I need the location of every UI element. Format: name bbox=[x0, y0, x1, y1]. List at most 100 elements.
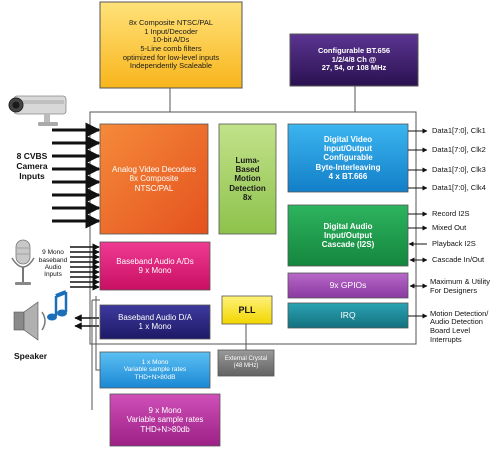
gpio-note-line: Maximum & Utility bbox=[430, 277, 491, 287]
camera-input-arrows bbox=[52, 122, 101, 229]
mono-spec-line: Variable sample rates bbox=[123, 366, 187, 374]
video-output-label: Data1[7:0], Clk2 bbox=[432, 145, 486, 154]
gpio-note: Maximum & Utility For Designers bbox=[430, 278, 500, 296]
spec-line: 5-Line comb filters bbox=[140, 44, 202, 53]
irq-label: IRQ bbox=[340, 309, 356, 320]
video-output-label: Data1[7:0], Clk1 bbox=[432, 126, 486, 135]
spec-line: 10-bit A/Ds bbox=[152, 35, 190, 45]
audio-signal-label: Mixed Out bbox=[432, 223, 467, 232]
camera-label-line: Camera bbox=[16, 161, 48, 172]
gpio-block bbox=[287, 272, 409, 299]
audio-input-arrows bbox=[70, 243, 100, 291]
motion-line: 8x bbox=[243, 192, 252, 202]
nine-mono-line: THD+N>80db bbox=[140, 424, 190, 434]
camera-label: 8 CVBS Camera Inputs bbox=[14, 147, 50, 187]
pll-text: PLL bbox=[222, 296, 272, 324]
baseband-audio-ad-text: Baseband Audio A/Ds 9 x Mono bbox=[100, 242, 210, 290]
baseband-audio-da-block bbox=[99, 304, 211, 340]
microphone-icon bbox=[11, 239, 35, 285]
bt656-line: Configurable BT.656 bbox=[317, 46, 391, 56]
digital-audio-block bbox=[287, 204, 409, 267]
spec-line: Independently Scaleable bbox=[129, 61, 213, 71]
spec-line: 8x Composite NTSC/PAL bbox=[128, 18, 214, 28]
analog-video-decoders-block bbox=[99, 123, 209, 235]
crystal-line: (48 MHz) bbox=[233, 363, 259, 369]
digital-audio-line: Digital Audio bbox=[323, 221, 373, 231]
digital-video-line: Byte-Interleaving bbox=[315, 162, 381, 172]
digital-audio-text: Digital Audio Input/Output Cascade (I2S) bbox=[288, 205, 408, 266]
music-note-icon bbox=[47, 290, 68, 321]
mic-label-line: 9 Mono bbox=[42, 249, 64, 257]
nine-mono-line: 9 x Mono bbox=[148, 406, 182, 416]
irq-note-line: Audio Detection bbox=[430, 317, 483, 327]
camera-label-line: Inputs bbox=[19, 170, 45, 181]
motion-detection-text: Luma- Based Motion Detection 8x bbox=[219, 124, 276, 234]
analog-video-decoders-text: Analog Video Decoders 8x Composite NTSC/… bbox=[100, 124, 208, 234]
pll-label: PLL bbox=[238, 304, 256, 315]
decoder-line: 8x Composite bbox=[129, 174, 179, 184]
nine-mono-line: Variable sample rates bbox=[126, 415, 204, 425]
video-output-label: Data1[7:0], Clk4 bbox=[432, 183, 486, 192]
crystal-line: External Crystal bbox=[224, 356, 268, 363]
external-crystal-text: External Crystal (48 MHz) bbox=[218, 350, 274, 376]
video-output-label: Data1[7:0], Clk3 bbox=[432, 165, 486, 174]
mic-label: 9 Mono baseband Audio Inputs bbox=[36, 244, 70, 284]
digital-video-line: 4 x BT.666 bbox=[328, 171, 368, 181]
gpio-text: 9x GPIOs bbox=[288, 273, 408, 298]
motion-line: Motion bbox=[234, 174, 261, 184]
speaker-label: Speaker bbox=[14, 351, 48, 361]
digital-video-line: Digital Video bbox=[323, 135, 373, 145]
baseband-ad-line: 9 x Mono bbox=[138, 266, 172, 275]
digital-video-block bbox=[287, 123, 409, 193]
baseband-ad-line: Baseband Audio A/Ds bbox=[116, 256, 194, 266]
mic-label-line: Audio bbox=[44, 264, 62, 271]
bt656-line: 1/2/4/8 Ch @ bbox=[331, 54, 377, 64]
audio-signal-label: Record I2S bbox=[432, 209, 470, 218]
baseband-da-line: Baseband Audio D/A bbox=[118, 312, 192, 322]
digital-video-line: Configurable bbox=[323, 153, 373, 163]
camera-label-line: 8 CVBS bbox=[16, 151, 48, 162]
digital-audio-line: Input/Output bbox=[324, 230, 372, 240]
speaker-icon bbox=[13, 301, 46, 341]
mono-spec-line: 1 x Mono bbox=[141, 358, 169, 366]
audio-signal-label: Cascade In/Out bbox=[432, 255, 485, 264]
digital-audio-line: Cascade (I2S) bbox=[321, 240, 375, 250]
mono-input-spec-text: 9 x Mono Variable sample rates THD+N>80d… bbox=[110, 394, 220, 446]
audio-signal-label: Playback I2S bbox=[432, 239, 476, 248]
mono-spec-line: THD+N>80dB bbox=[134, 373, 176, 381]
mono-output-spec-box bbox=[99, 351, 211, 389]
mono-output-spec-text: 1 x Mono Variable sample rates THD+N>80d… bbox=[100, 352, 210, 388]
digital-video-line: Input/Output bbox=[324, 144, 372, 154]
gpio-label: 9x GPIOs bbox=[329, 279, 367, 290]
digital-video-text: Digital Video Input/Output Configurable … bbox=[288, 124, 408, 192]
bt656-text: Configurable BT.656 1/2/4/8 Ch @ 27, 54,… bbox=[290, 34, 418, 86]
video-output-arrows bbox=[408, 128, 428, 191]
baseband-da-line: 1 x Mono bbox=[138, 322, 172, 331]
motion-line: Luma- bbox=[235, 156, 260, 166]
irq-note-line: Board Level bbox=[430, 326, 471, 335]
spec-line: 1 Input/Decoder bbox=[144, 26, 198, 36]
mic-label-line: baseband bbox=[38, 256, 68, 264]
decoder-line: NTSC/PAL bbox=[134, 183, 174, 193]
irq-note-line: Interrupts bbox=[430, 334, 462, 344]
irq-text: IRQ bbox=[288, 303, 408, 328]
external-crystal-box bbox=[217, 349, 275, 377]
motion-line: Detection bbox=[229, 183, 266, 193]
irq-note-line: Motion Detection/ bbox=[430, 308, 489, 318]
decoder-line: Analog Video Decoders bbox=[112, 165, 196, 175]
baseband-audio-da-text: Baseband Audio D/A 1 x Mono bbox=[100, 305, 210, 339]
irq-note: Motion Detection/ Audio Detection Board … bbox=[430, 309, 500, 345]
spec-line: optimized for low-level inputs bbox=[122, 52, 220, 62]
bt656-line: 27, 54, or 108 MHz bbox=[321, 63, 387, 73]
bt656-box bbox=[289, 33, 419, 87]
pll-block bbox=[221, 295, 273, 325]
motion-detection-block bbox=[218, 123, 277, 235]
mic-label-line: Inputs bbox=[44, 271, 62, 279]
irq-block bbox=[287, 302, 409, 329]
audio-signal-arrows bbox=[408, 211, 428, 263]
camera-icon bbox=[8, 95, 67, 126]
gpio-note-line: For Designers bbox=[430, 286, 478, 295]
mono-input-spec-box bbox=[109, 393, 221, 447]
video-decoder-spec-text: 8x Composite NTSC/PAL 1 Input/Decoder 10… bbox=[100, 2, 242, 88]
baseband-audio-ad-block bbox=[99, 241, 211, 291]
